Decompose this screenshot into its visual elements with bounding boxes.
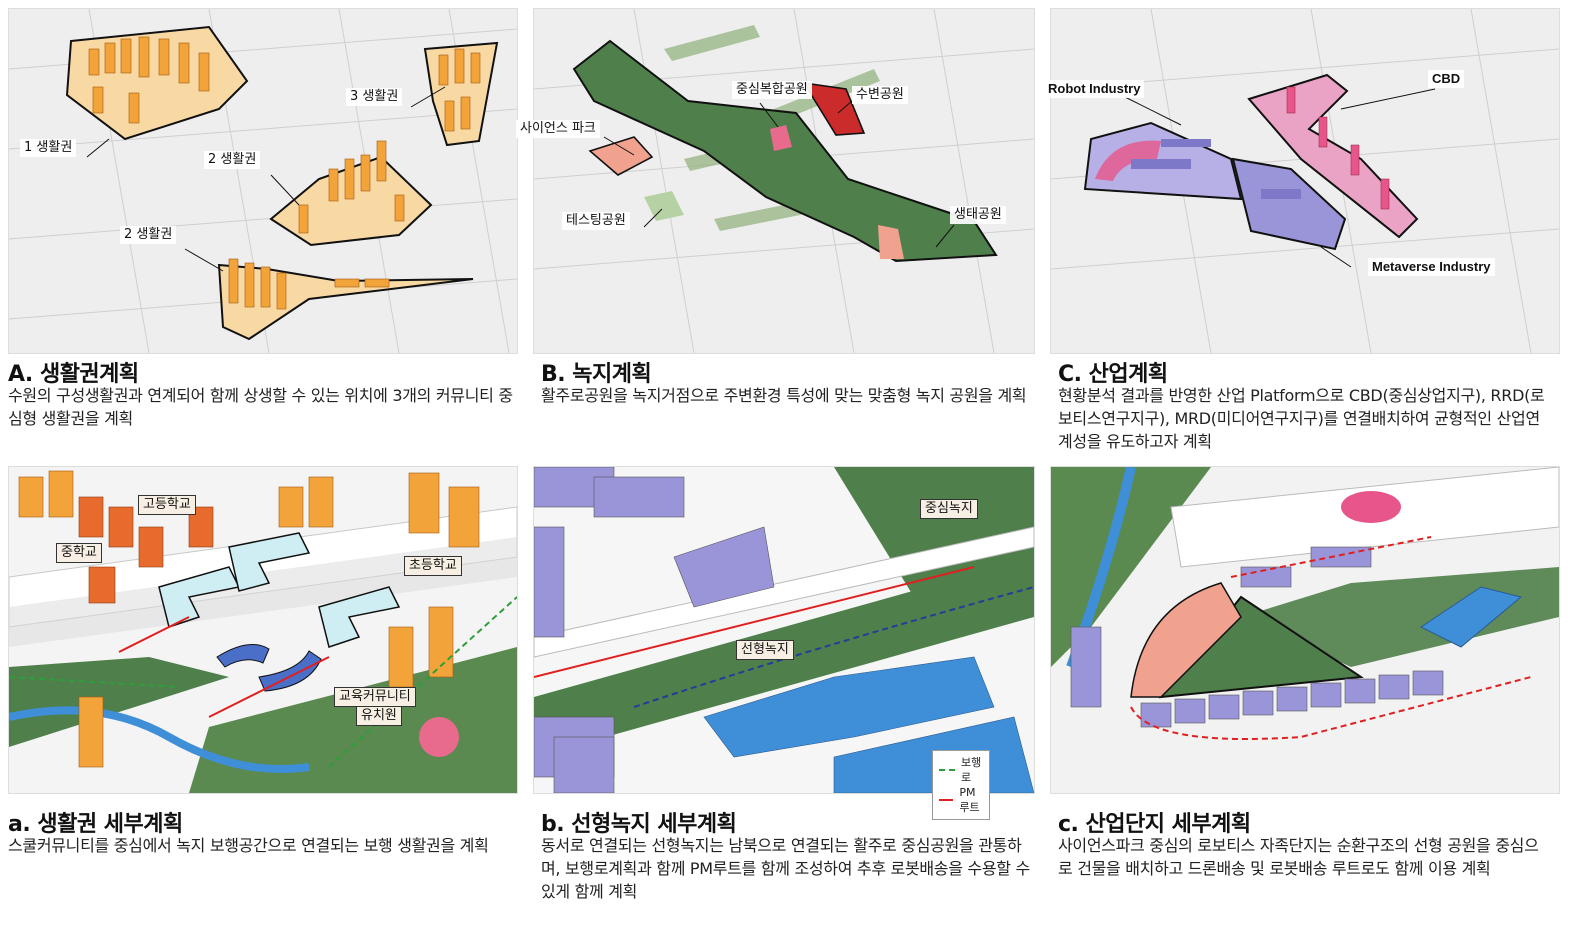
label-education-community: 교육커뮤니티 [334, 687, 416, 707]
legend-pm-route: PM루트 [939, 785, 983, 815]
panel-b-detail-title: b. 선형녹지 세부계획 [541, 812, 737, 837]
label-science-park: 사이언스 파크 [516, 120, 600, 138]
label-waterside-park: 수변공원 [852, 86, 908, 104]
panel-a-detail-title: a. 생활권 세부계획 [8, 812, 183, 837]
label-central-green: 중심녹지 [920, 499, 978, 519]
legend-walkway-label: 보행로 [961, 756, 982, 784]
label-eco-park: 생태공원 [950, 206, 1006, 224]
panel-b-title: B. 녹지계획 [541, 362, 652, 387]
walkway-swatch-icon [939, 769, 956, 771]
label-testing-park: 테스팅공원 [562, 212, 630, 230]
label-linear-green: 선형녹지 [736, 640, 794, 660]
label-middle-school: 중학교 [56, 543, 102, 563]
label-zone-1: 1 생활권 [20, 139, 77, 157]
panel-b-description: 활주로공원을 녹지거점으로 주변환경 특성에 맞는 맞춤형 녹지 공원을 계획 [541, 386, 1027, 405]
label-elementary-school: 초등학교 [404, 556, 462, 576]
label-zone-2-upper: 2 생활권 [204, 151, 261, 169]
label-high-school: 고등학교 [138, 495, 196, 515]
panel-a-description: 수원의 구성생활권과 연계되어 함께 상생할 수 있는 위치에 3개의 커뮤니티… [8, 386, 513, 428]
label-cbd: CBD [1428, 70, 1465, 88]
legend-walkway: 보행로 [939, 755, 983, 785]
panel-c-detail-description: 사이언스파크 중심의 로보티스 자족단지는 순환구조의 선형 공원을 중심으로 … [1058, 836, 1539, 878]
map-industry-plan [1050, 8, 1560, 354]
panel-a-title: A. 생활권계획 [8, 362, 139, 387]
label-zone-3: 3 생활권 [346, 88, 403, 106]
panel-a-detail-description: 스쿨커뮤니티를 중심에서 녹지 보행공간으로 연결되는 보행 생활권을 계획 [8, 836, 489, 855]
pm-route-swatch-icon [939, 799, 954, 801]
panel-b-detail-description: 동서로 연결되는 선형녹지는 남북으로 연결되는 활주로 중심공원을 관통하며,… [541, 836, 1030, 901]
diagram-industrial-detail [1050, 466, 1560, 794]
label-metaverse-industry: Metaverse Industry [1368, 258, 1495, 276]
map-living-zone [8, 8, 518, 354]
diagram-living-detail [8, 466, 518, 794]
label-central-park: 중심복합공원 [732, 81, 812, 99]
panel-c-detail-title: c. 산업단지 세부계획 [1058, 812, 1251, 837]
label-zone-2-lower: 2 생활권 [120, 226, 177, 244]
panel-c-title: C. 산업계획 [1058, 362, 1168, 387]
map-green-plan [533, 8, 1035, 354]
label-robot-industry: Robot Industry [1044, 80, 1145, 98]
legend-pm-route-label: PM루트 [959, 786, 980, 814]
label-kindergarten: 유치원 [356, 706, 402, 726]
legend-routes: 보행로 PM루트 [932, 750, 991, 820]
panel-c-description: 현황분석 결과를 반영한 산업 Platform으로 CBD(중심상업지구), … [1058, 386, 1545, 451]
